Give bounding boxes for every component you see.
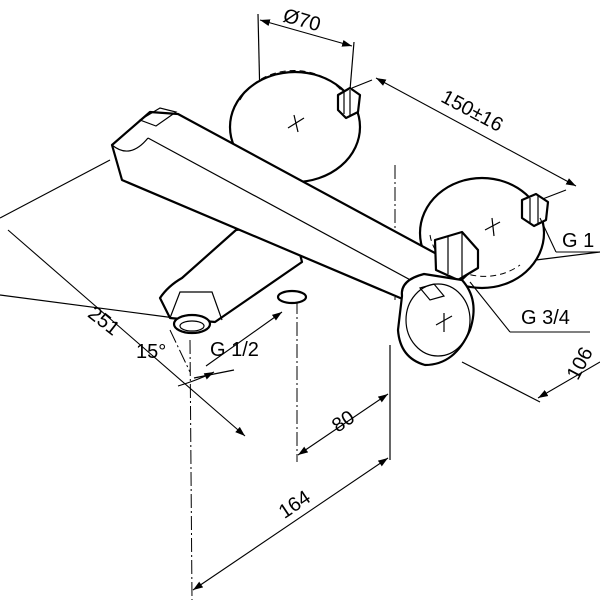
dim-length-label: 251 [84, 302, 124, 340]
dim-spacing-label: 150±16 [437, 86, 506, 137]
dim-outlet-thread-label: G 1/2 [210, 339, 259, 361]
dim-inlet-thread-right-label: G 3/4 [521, 307, 570, 329]
extension-lines [0, 13, 600, 460]
dim-164-label: 164 [275, 486, 315, 523]
mixer-body [110, 107, 480, 367]
dimension-lines [7, 19, 600, 591]
dim-inlet-thread-cut-label: G 1 [562, 230, 594, 252]
dim-angle-label: 15° [136, 341, 166, 363]
dim-depth-label: 106 [563, 344, 598, 384]
dim-diameter-label: Ø70 [281, 5, 323, 37]
spout [158, 220, 304, 335]
dim-80-label: 80 [328, 406, 359, 437]
